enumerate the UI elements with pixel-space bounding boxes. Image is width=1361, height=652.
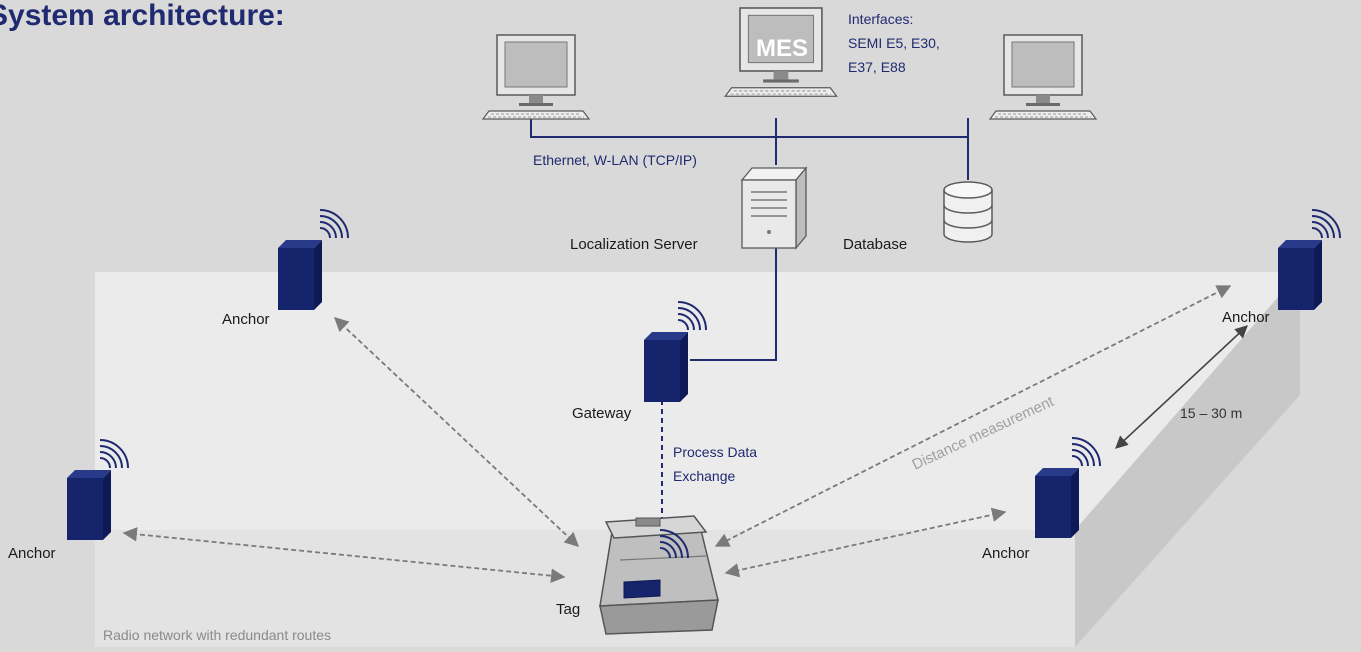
tag-label: Tag (556, 601, 580, 618)
anchor-top-right-label: Anchor (1222, 309, 1270, 326)
range-label: 15 – 30 m (1180, 405, 1242, 421)
gateway-icon (644, 332, 688, 402)
interfaces-line-2: SEMI E5, E30, (848, 35, 940, 51)
radio-network-label: Radio network with redundant routes (103, 627, 331, 643)
anchor-top-right-icon (1278, 240, 1322, 310)
anchor-top-left-label: Anchor (222, 311, 270, 328)
anchor-top-right-signal-icon (1311, 209, 1341, 239)
workstation-left-icon (482, 34, 590, 120)
gateway-label: Gateway (572, 405, 632, 422)
anchor-top-left-icon (278, 240, 322, 310)
anchor-right-label: Anchor (982, 545, 1030, 562)
tag-carrier-icon (599, 515, 719, 635)
localization-server-icon (740, 166, 808, 250)
range-arrow (1115, 325, 1248, 449)
database-label: Database (843, 236, 907, 253)
localization-server-label: Localization Server (570, 236, 698, 253)
anchor-top-left-signal-icon (319, 209, 349, 239)
process-data-line-2: Exchange (673, 468, 735, 484)
interfaces-line-1: Interfaces: (848, 11, 913, 27)
anchor-left-icon (67, 470, 111, 540)
process-data-line-1: Process Data (673, 444, 757, 460)
mes-label: MES (756, 35, 808, 62)
anchor-right-icon (1035, 468, 1079, 538)
network-label: Ethernet, W-LAN (TCP/IP) (533, 152, 697, 168)
workstation-right-icon (989, 34, 1097, 120)
page-title: System architecture: (0, 0, 285, 32)
interfaces-line-3: E37, E88 (848, 59, 906, 75)
database-icon (943, 181, 993, 243)
anchor-left-label: Anchor (8, 545, 56, 562)
